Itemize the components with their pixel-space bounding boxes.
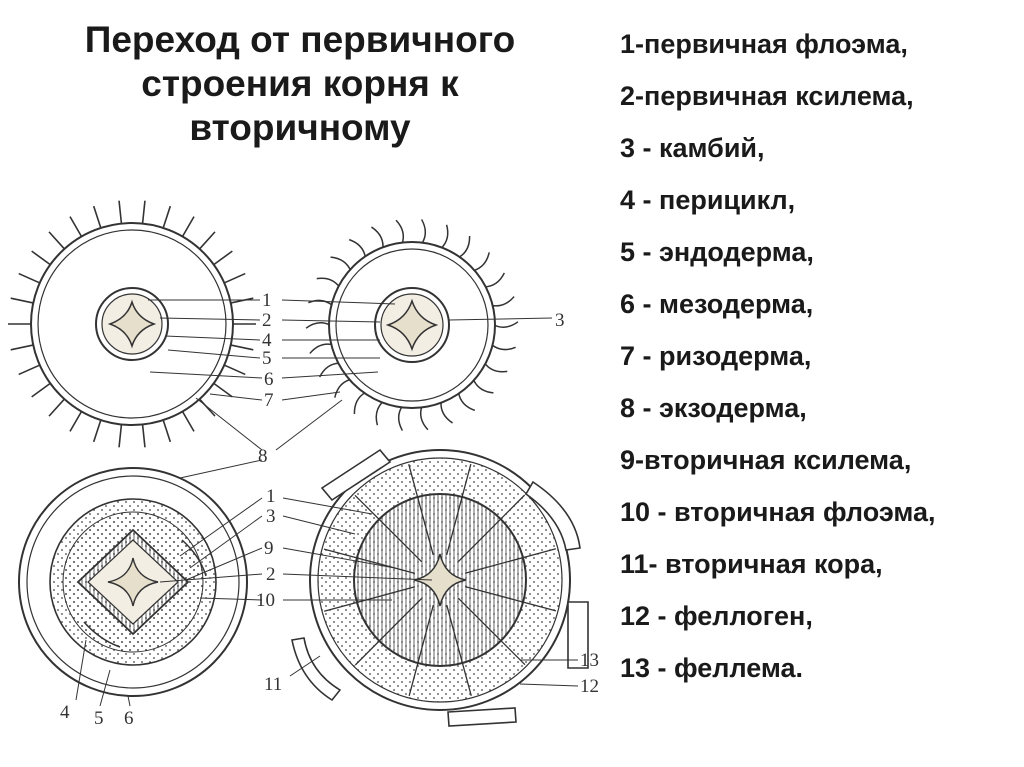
- legend-item-1: 1-первичная флоэма,: [620, 29, 908, 59]
- label-shared-8: 8: [258, 446, 268, 467]
- cambium-root-section: [305, 219, 519, 431]
- early-secondary-section: [18, 467, 248, 697]
- label-d3-10: 10: [256, 590, 275, 611]
- label-d1-1: 1: [262, 290, 272, 311]
- page-title: Переход от первичного строения корня к в…: [84, 19, 516, 148]
- legend-item-8: 8 - экзодерма,: [620, 393, 807, 423]
- leader-lines: [75, 299, 579, 707]
- legend-item-11: 11- вторичная кора,: [620, 549, 883, 579]
- legend-item-6: 6 - мезодерма,: [620, 289, 814, 319]
- label-d3-1: 1: [266, 486, 276, 507]
- primary-root-section: [8, 200, 256, 448]
- label-d2-3: 3: [555, 310, 565, 331]
- legend-item-10: 10 - вторичная флоэма,: [620, 497, 936, 527]
- legend-item-4: 4 - перицикл,: [620, 185, 796, 215]
- label-d1-7: 7: [264, 390, 274, 411]
- label-d1-4: 4: [262, 330, 272, 351]
- legend: 1-первичная флоэма, 2-первичная ксилема,…: [620, 28, 1020, 704]
- secondary-root-section: [291, 448, 589, 727]
- label-d4-12: 12: [580, 676, 599, 697]
- root-cross-section-diagram: 1 2 4 5 6 7 3 8 1 3 9 2 10 4 5 6 11 13 1…: [8, 200, 599, 729]
- legend-item-3: 3 - камбий,: [620, 133, 765, 163]
- legend-item-13: 13 - феллема.: [620, 653, 804, 683]
- label-d4-11: 11: [264, 674, 282, 695]
- legend-item-12: 12 - феллоген,: [620, 601, 813, 631]
- medullary-rays: [323, 463, 557, 697]
- label-d3-4: 4: [60, 702, 70, 723]
- legend-item-2: 2-первичная ксилема,: [620, 81, 914, 111]
- label-d1-5: 5: [262, 348, 272, 369]
- label-d3-6: 6: [124, 708, 134, 729]
- label-d4-13: 13: [580, 650, 599, 671]
- legend-item-5: 5 - эндодерма,: [620, 237, 814, 267]
- label-d1-2: 2: [262, 310, 272, 331]
- label-d3-9: 9: [264, 538, 274, 559]
- label-d3-5: 5: [94, 708, 104, 729]
- legend-item-7: 7 - ризодерма,: [620, 341, 812, 371]
- label-d3-3: 3: [266, 506, 276, 527]
- legend-item-9: 9-вторичная ксилема,: [620, 445, 912, 475]
- label-d3-2: 2: [266, 564, 276, 585]
- label-d1-6: 6: [264, 369, 274, 390]
